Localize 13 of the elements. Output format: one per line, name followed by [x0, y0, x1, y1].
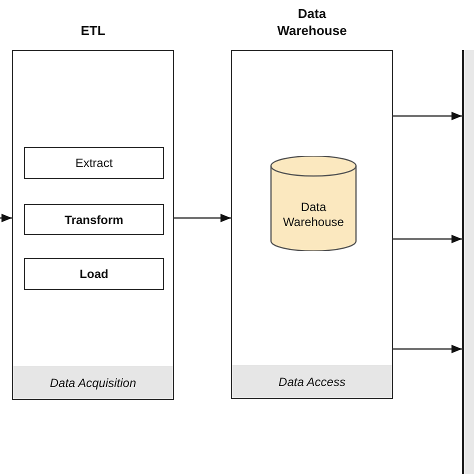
- process-box: Transform: [24, 204, 164, 235]
- arrow: [0, 214, 12, 222]
- process-box: Load: [24, 258, 164, 290]
- column-heading: Data Warehouse: [276, 5, 348, 39]
- footer-band: Data Access: [232, 365, 392, 398]
- arrow: [393, 234, 462, 244]
- process-box: Extract: [24, 147, 164, 179]
- database-label: Data Warehouse: [282, 200, 345, 230]
- column-heading: ETL: [80, 22, 106, 39]
- arrow: [393, 112, 462, 120]
- arrow: [393, 344, 462, 354]
- footer-band: Data Acquisition: [13, 366, 173, 399]
- arrow: [174, 214, 231, 222]
